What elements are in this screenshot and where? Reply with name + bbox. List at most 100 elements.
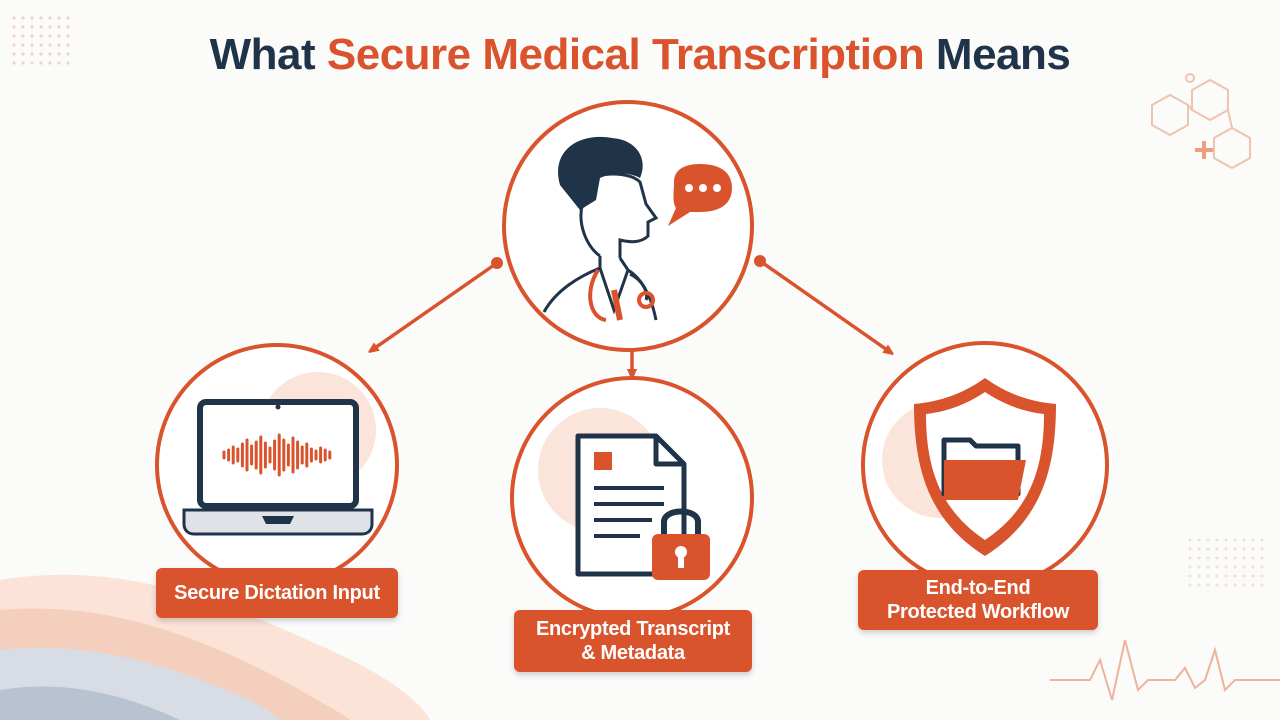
decor-dot [1260, 583, 1264, 587]
decor-dot [30, 52, 34, 56]
decor-dot [1206, 547, 1210, 551]
secure-dictation-input-label: Secure Dictation Input [156, 568, 398, 618]
decor-dot [1215, 574, 1219, 578]
decor-dot [39, 43, 43, 47]
decor-dot [1215, 583, 1219, 587]
decor-dot [39, 25, 43, 29]
label-line: & Metadata [581, 642, 685, 664]
decor-dot [1251, 574, 1255, 578]
label-line: Secure Dictation Input [174, 582, 380, 604]
decor-dot [1242, 583, 1246, 587]
decor-dot [1215, 556, 1219, 560]
decor-dot [57, 16, 61, 20]
decor-dot [1206, 583, 1210, 587]
decor-dot [57, 43, 61, 47]
decor-dot [48, 43, 52, 47]
decor-dot [1206, 556, 1210, 560]
document-lock-icon [575, 433, 710, 580]
decor-dot [1197, 583, 1201, 587]
decor-dot [1188, 574, 1192, 578]
decor-dot [66, 52, 70, 56]
decor-dot [1188, 547, 1192, 551]
decor-dot [39, 61, 43, 65]
decor-dot [1224, 565, 1228, 569]
decor-dot [1188, 556, 1192, 560]
laptop-waveform-icon [182, 399, 374, 536]
decor-dot [12, 52, 16, 56]
decor-dot [1206, 574, 1210, 578]
decor-dot [39, 52, 43, 56]
decor-dot [1188, 583, 1192, 587]
decor-dot [1260, 538, 1264, 542]
decor-dot [12, 16, 16, 20]
decor-dot [30, 25, 34, 29]
protected-workflow-label: End-to-End Protected Workflow [858, 570, 1098, 630]
left-node [155, 343, 399, 587]
title-highlight: Secure Medical Transcription [326, 30, 925, 79]
decor-dot [21, 61, 25, 65]
decor-dot [1206, 538, 1210, 542]
decor-dot [1188, 538, 1192, 542]
decor-dot [1260, 565, 1264, 569]
decor-dot [12, 61, 16, 65]
shield-folder-icon [914, 378, 1056, 556]
wave-decoration [0, 574, 430, 720]
decor-dot [1224, 538, 1228, 542]
decor-dot [1242, 565, 1246, 569]
dot-grid-bottom-right [1188, 538, 1264, 587]
decor-dot [21, 52, 25, 56]
decor-dot [66, 43, 70, 47]
decor-dot [30, 16, 34, 20]
decor-dot [66, 34, 70, 38]
decor-dot [1242, 547, 1246, 551]
label-line: End-to-End [925, 577, 1031, 599]
decor-dot [66, 25, 70, 29]
decor-dot [1197, 547, 1201, 551]
encrypted-transcript-label: Encrypted Transcript & Metadata [514, 610, 752, 672]
decor-dot [48, 34, 52, 38]
decor-dot [1224, 556, 1228, 560]
decor-dot [1233, 538, 1237, 542]
decor-dot [66, 16, 70, 20]
decor-dot [1251, 547, 1255, 551]
decor-dot [21, 25, 25, 29]
decor-dot [1188, 565, 1192, 569]
decor-dot [1260, 574, 1264, 578]
decor-dot [1197, 556, 1201, 560]
decor-dot [1215, 538, 1219, 542]
decor-dot [1251, 565, 1255, 569]
decor-dot [1197, 574, 1201, 578]
decor-dot [48, 16, 52, 20]
decor-dot [57, 61, 61, 65]
decor-dot [12, 43, 16, 47]
decor-dot [57, 25, 61, 29]
middle-node [510, 376, 754, 620]
decor-dot [12, 25, 16, 29]
decor-dot [1206, 565, 1210, 569]
arrow-to-left-node [372, 261, 498, 350]
decor-dot [1251, 583, 1255, 587]
decor-dot [1224, 583, 1228, 587]
connector-dot-left [491, 257, 503, 269]
decor-dot [48, 25, 52, 29]
decor-dot [1233, 583, 1237, 587]
decor-dot [1197, 538, 1201, 542]
decor-dot [1242, 556, 1246, 560]
decor-dot [57, 34, 61, 38]
decor-dot [1260, 556, 1264, 560]
decor-dot [21, 16, 25, 20]
title-prefix: What [209, 30, 327, 79]
decor-dot [30, 43, 34, 47]
decor-dot [30, 34, 34, 38]
decor-dot [1233, 556, 1237, 560]
decor-dot [1251, 538, 1255, 542]
decor-dot [39, 16, 43, 20]
page-title: What Secure Medical Transcription Means [0, 30, 1280, 80]
decor-dot [1233, 574, 1237, 578]
dot-grid-top-left [12, 16, 70, 65]
decor-dot [30, 61, 34, 65]
decor-dot [48, 61, 52, 65]
decor-dot [48, 52, 52, 56]
center-node-circle [502, 100, 754, 352]
